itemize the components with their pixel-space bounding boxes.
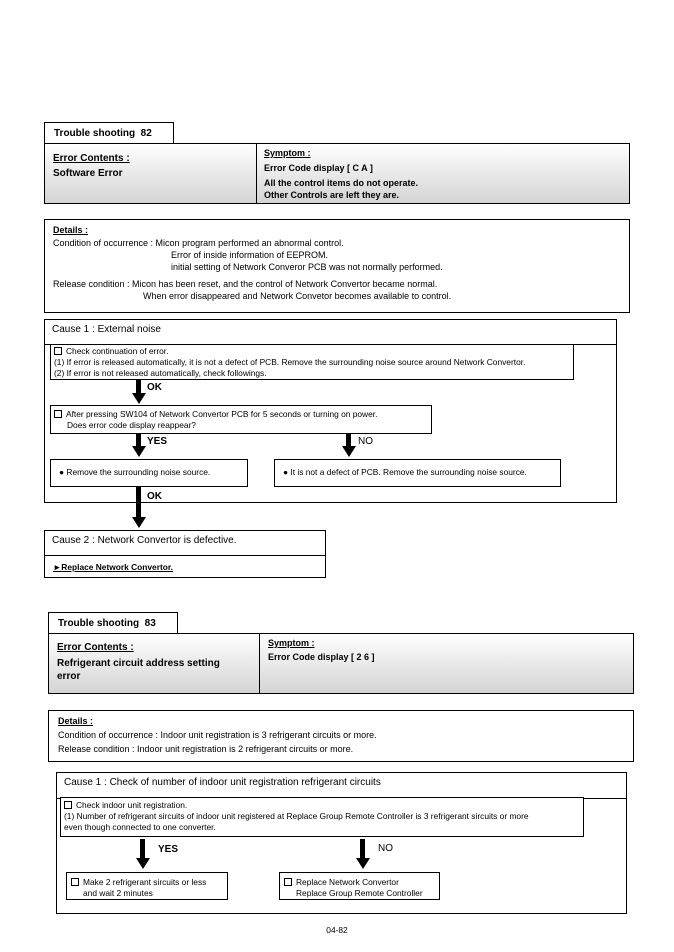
ts83-tab-label: Trouble shooting	[58, 618, 140, 629]
ts82-symptom-cell: Symptom : Error Code display [ C A ] All…	[257, 144, 629, 203]
ts82-step-line: After pressing SW104 of Network Converto…	[66, 409, 378, 419]
down-arrow-head-icon	[341, 446, 356, 457]
ts82-check-box: Check continuation of error. (1) If erro…	[50, 344, 574, 380]
ts82-yes-result: ● Remove the surrounding noise source.	[50, 459, 248, 487]
down-arrow-icon	[140, 839, 145, 859]
ts83-no-result: Replace Network Convertor Replace Group …	[279, 872, 440, 900]
ts83-details-line: Release condition : Indoor unit registra…	[58, 744, 354, 754]
ts82-symptom-line: All the control items do not operate.	[264, 178, 419, 188]
checkbox-icon	[284, 878, 292, 886]
ts82-check-line: Check continuation of error.	[66, 346, 169, 356]
ts82-no-label: NO	[358, 436, 373, 447]
ts82-ok-label: OK	[147, 382, 162, 393]
ts82-check-line: (2) If error is not released automatical…	[54, 368, 267, 378]
ts83-details-line: Condition of occurrence : Indoor unit re…	[58, 730, 377, 740]
ts83-check-line: Check indoor unit registration.	[76, 800, 188, 810]
ts83-tab-number: 83	[144, 618, 156, 629]
ts82-cause2-title: Cause 2 : Network Convertor is defective…	[45, 531, 325, 556]
down-arrow-icon	[360, 839, 365, 859]
down-arrow-head-icon	[131, 393, 146, 404]
ts82-tab: Trouble shooting 82	[44, 122, 174, 144]
ts82-no-result-text: It is not a defect of PCB. Remove the su…	[290, 467, 527, 477]
ts83-yes-result-line: Make 2 refrigerant sircuits or less	[83, 877, 207, 887]
down-arrow-icon	[346, 434, 351, 447]
ts82-cause2-action: Replace Network Convertor.	[61, 562, 173, 572]
ts82-tab-number: 82	[140, 128, 152, 139]
ts82-no-result: ● It is not a defect of PCB. Remove the …	[274, 459, 561, 487]
ts82-symptom-label: Symptom :	[264, 148, 311, 158]
ts82-cause1-title: Cause 1 : External noise	[45, 320, 616, 345]
ts82-tab-label: Trouble shooting	[54, 128, 136, 139]
page-number: 04-82	[326, 925, 348, 935]
ts82-step-box: After pressing SW104 of Network Converto…	[50, 405, 432, 434]
ts82-occurrence-line: Condition of occurrence : Micon program …	[53, 238, 344, 248]
ts83-no-result-line: Replace Group Remote Controller	[296, 888, 423, 898]
ts83-details: Details : Condition of occurrence : Indo…	[48, 710, 634, 762]
ts83-yes-result: Make 2 refrigerant sircuits or less and …	[66, 872, 228, 900]
ts83-symptom-cell: Symptom : Error Code display [ 2 6 ]	[260, 634, 633, 693]
checkbox-icon	[71, 878, 79, 886]
ts83-no-result-line: Replace Network Convertor	[296, 877, 399, 887]
ts83-cause1-title: Cause 1 : Check of number of indoor unit…	[57, 773, 626, 799]
ts83-error-contents-cell: Error Contents : Refrigerant circuit add…	[49, 634, 260, 693]
ts83-error-contents-line: Refrigerant circuit address setting	[57, 658, 220, 669]
ts83-check-line: (1) Number of refrigerant sircuits of in…	[64, 811, 529, 821]
ts82-header: Error Contents : Software Error Symptom …	[44, 143, 630, 204]
ts82-check-line: (1) If error is released automatically, …	[54, 357, 526, 367]
ts82-release-line: When error disappeared and Network Conve…	[143, 291, 452, 301]
ts82-occurrence-line: initial setting of Network Converor PCB …	[171, 262, 443, 272]
down-arrow-head-icon	[131, 446, 146, 457]
down-arrow-icon	[136, 380, 141, 394]
ts82-release-line: Release condition : Micon has been reset…	[53, 279, 438, 289]
ts82-yes-result-text: Remove the surrounding noise source.	[66, 467, 211, 477]
ts82-symptom-line: Other Controls are left they are.	[264, 190, 400, 200]
ts82-error-contents-value: Software Error	[53, 168, 123, 179]
down-arrow-icon	[136, 487, 141, 518]
ts82-cause2-panel: Cause 2 : Network Convertor is defective…	[44, 530, 326, 578]
ts82-symptom-line: Error Code display [ C A ]	[264, 163, 373, 173]
ts83-check-line: even though connected to one converter.	[64, 822, 216, 832]
ts82-yes-label: YES	[147, 436, 168, 447]
ts83-tab: Trouble shooting 83	[48, 612, 178, 634]
ts83-yes-result-line: and wait 2 minutes	[83, 888, 153, 898]
ts83-symptom-label: Symptom :	[268, 638, 315, 648]
ts82-error-contents-label: Error Contents :	[53, 153, 130, 164]
ts83-yes-label: YES	[158, 844, 179, 855]
ts83-no-label: NO	[378, 843, 393, 854]
ts83-check-box: Check indoor unit registration. (1) Numb…	[60, 797, 584, 837]
down-arrow-head-icon	[135, 858, 150, 869]
down-arrow-head-icon	[355, 858, 370, 869]
checkbox-icon	[54, 410, 62, 418]
ts82-ok-label: OK	[147, 491, 162, 502]
ts83-error-contents-label: Error Contents :	[57, 642, 134, 653]
checkbox-icon	[54, 347, 62, 355]
ts82-error-contents-cell: Error Contents : Software Error	[45, 144, 257, 203]
ts82-details: Details : Condition of occurrence : Mico…	[44, 219, 630, 313]
down-arrow-icon	[136, 434, 141, 447]
checkbox-icon	[64, 801, 72, 809]
ts83-error-contents-line: error	[57, 671, 81, 682]
ts83-details-label: Details :	[58, 716, 94, 726]
ts83-header: Error Contents : Refrigerant circuit add…	[48, 633, 634, 694]
ts83-symptom-line: Error Code display [ 2 6 ]	[268, 652, 375, 662]
ts82-details-label: Details :	[53, 225, 89, 235]
ts82-step-line: Does error code display reappear?	[67, 420, 196, 430]
ts82-occurrence-line: Error of inside information of EEPROM.	[171, 250, 329, 260]
down-arrow-head-icon	[131, 517, 146, 528]
